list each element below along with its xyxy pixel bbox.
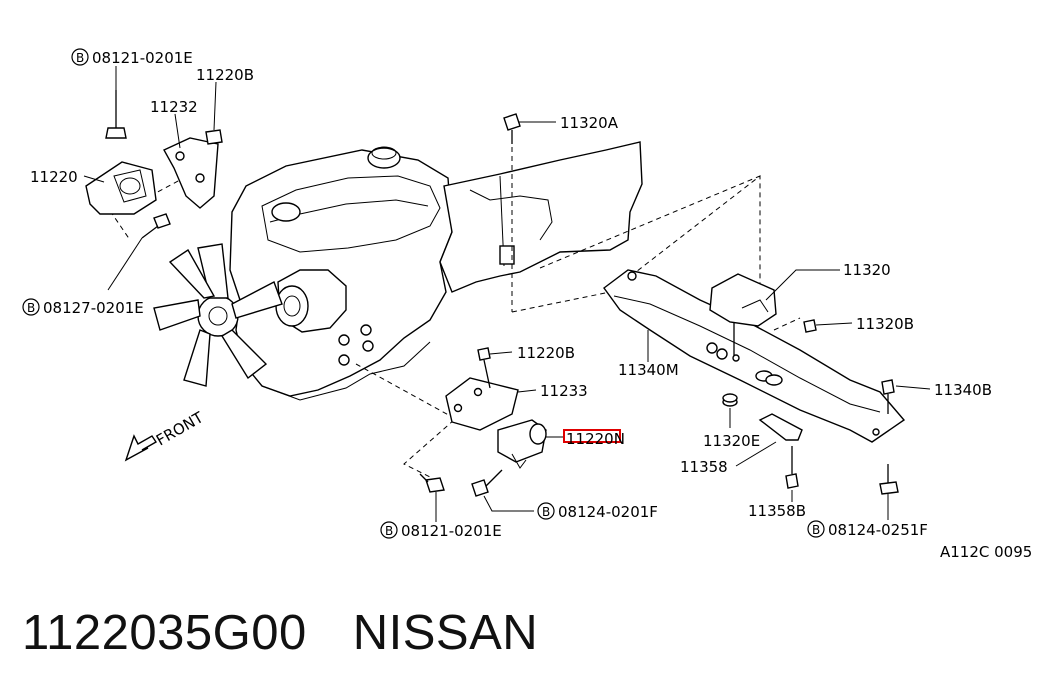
callout-11340m: 11340M — [618, 361, 679, 379]
callout-11320: 11320 — [843, 261, 891, 279]
caption-bar: 1122035G00 NISSAN — [22, 598, 538, 668]
front-arrow-icon: FRONT — [124, 408, 207, 462]
callout-08121-0201e-bottom: 08121-0201E — [401, 522, 502, 540]
right-mount-drawing — [419, 113, 547, 497]
callout-11220n: 11220N — [566, 430, 625, 448]
crossmember-drawing — [603, 269, 906, 495]
figure-code: A112C 0095 — [940, 543, 1032, 561]
callout-labels: B 08121-0201E 11220B 11232 11220 B 08127… — [22, 48, 1032, 561]
leader-lines — [83, 66, 931, 522]
part-number: 1122035G00 — [22, 606, 307, 660]
callout-11340b: 11340B — [934, 381, 992, 399]
callout-08127-0201e: 08127-0201E — [43, 299, 144, 317]
highlight-box — [563, 429, 621, 443]
callout-11320b: 11320B — [856, 315, 914, 333]
bolt-marker: B — [385, 524, 393, 538]
callout-11320a: 11320A — [560, 114, 619, 132]
callout-08121-0201e-top: 08121-0201E — [92, 49, 193, 67]
bolt-marker-icon — [537, 502, 555, 520]
callout-11220b-center: 11220B — [517, 344, 575, 362]
bolt-marker-icon — [807, 520, 825, 538]
callout-08124-0251f: 08124-0251F — [828, 521, 928, 539]
brand-name: NISSAN — [352, 606, 539, 660]
bolt-marker: B — [27, 301, 35, 315]
callout-11358b: 11358B — [748, 502, 806, 520]
bolt-marker: B — [76, 51, 84, 65]
parts-diagram: FRONT B 08121-0201E 11220B 11232 11220 B… — [22, 48, 1032, 561]
callout-11358: 11358 — [680, 458, 728, 476]
bolt-marker-icon — [380, 521, 398, 539]
guide-lines — [99, 138, 801, 479]
callout-11233: 11233 — [540, 382, 588, 400]
bolt-marker-icon — [22, 298, 40, 316]
engine-drawing — [153, 141, 643, 401]
callout-11220b-top: 11220B — [196, 66, 254, 84]
callout-11220: 11220 — [30, 168, 78, 186]
callout-11232: 11232 — [150, 98, 198, 116]
callout-08124-0201f: 08124-0201F — [558, 503, 658, 521]
callout-11320e: 11320E — [703, 432, 760, 450]
front-label: FRONT — [153, 408, 207, 450]
bolt-marker: B — [542, 505, 550, 519]
fan-drawing — [153, 243, 283, 387]
bolt-marker-icon — [71, 48, 89, 66]
bolt-marker: B — [812, 523, 820, 537]
left-mount-drawing — [85, 90, 223, 239]
